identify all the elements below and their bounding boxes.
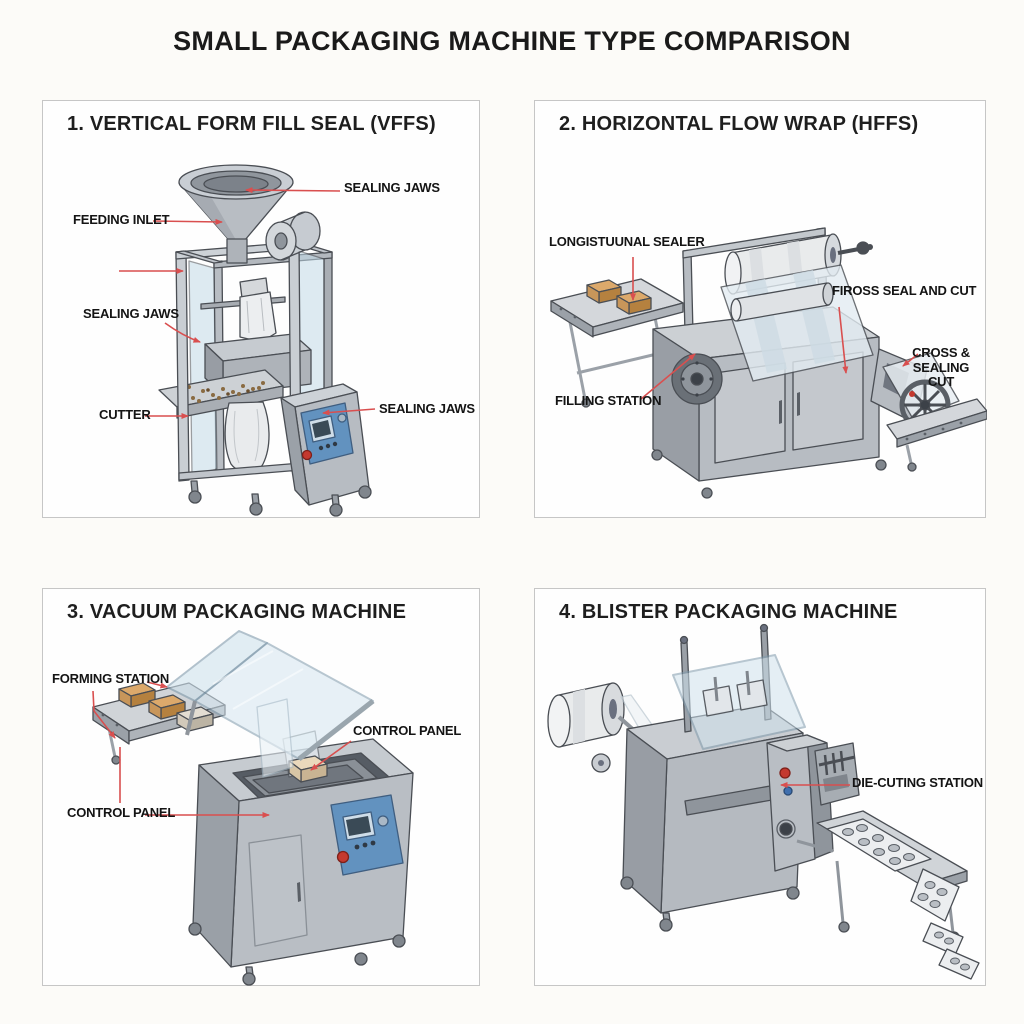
machine-feet bbox=[620, 876, 800, 932]
product-boxes bbox=[118, 682, 214, 732]
vffs-machine bbox=[158, 164, 372, 517]
casters bbox=[188, 922, 406, 986]
hffs-machine bbox=[550, 227, 987, 499]
diagram-title: SMALL PACKAGING MACHINE TYPE COMPARISON bbox=[173, 26, 851, 56]
panel-heading-vacuum: 3. VACUUM PACKAGING MACHINE bbox=[67, 601, 407, 623]
panel-vacuum: 3. VACUUM PACKAGING MACHINE FORMING STAT… bbox=[42, 588, 480, 986]
label-die-cutting-station: DIE-CUTING STATION bbox=[852, 775, 983, 790]
blister-web bbox=[826, 818, 980, 980]
leader-lines bbox=[630, 257, 919, 400]
forming-pouch bbox=[239, 291, 277, 343]
label-forming-station: FORMING STATION bbox=[52, 671, 170, 686]
panel-hffs: 2. HORIZONTAL FLOW WRAP (HFFS) LONGISTUU… bbox=[534, 100, 987, 518]
panel-heading-blister: 4. BLISTER PACKAGING MACHINE bbox=[559, 601, 898, 623]
leader-lines bbox=[92, 681, 352, 818]
leader-lines bbox=[119, 187, 376, 419]
label-cutter: CUTTER bbox=[99, 407, 151, 422]
blister-machine-illustration bbox=[547, 623, 980, 980]
vffs-machine-illustration bbox=[119, 164, 376, 517]
machine-feet bbox=[188, 480, 372, 517]
control-panel bbox=[330, 794, 404, 876]
transparent-guard bbox=[672, 623, 806, 750]
panel-blister: 4. BLISTER PACKAGING MACHINE DIE-CUTING … bbox=[534, 588, 986, 986]
vacuum-machine-illustration bbox=[92, 630, 414, 986]
panel-heading-hffs: 2. HORIZONTAL FLOW WRAP (HFFS) bbox=[559, 113, 919, 135]
label-sealing-jaws-top: SEALING JAWS bbox=[344, 180, 440, 195]
vacuum-machine bbox=[92, 630, 414, 986]
glass-lid bbox=[166, 630, 375, 778]
label-filling-station: FILLING STATION bbox=[555, 393, 662, 408]
label-control-panel-left: CONTROL PANEL bbox=[67, 805, 176, 820]
filling-wheel bbox=[671, 353, 723, 405]
label-sealing-jaws-bottom: SEALING JAWS bbox=[379, 401, 475, 416]
outfeed-conveyor bbox=[886, 398, 987, 472]
label-feeding-inlet: FEEDING INLET bbox=[73, 212, 170, 227]
label-longitudinal-sealer: LONGISTUUNAL SEALER bbox=[549, 234, 705, 249]
hffs-machine-illustration bbox=[550, 227, 987, 499]
film-roll bbox=[265, 211, 321, 261]
label-cross-sealing-cut: CROSS & SEALING CUT bbox=[912, 345, 970, 390]
panel-vffs: 1. VERTICAL FORM FILL SEAL (VFFS) SEALIN… bbox=[42, 100, 480, 518]
finished-bag bbox=[224, 401, 270, 473]
panel-heading-vffs: 1. VERTICAL FORM FILL SEAL (VFFS) bbox=[67, 113, 436, 135]
label-cross-seal-and-cut: FIROSS SEAL AND CUT bbox=[832, 283, 977, 298]
cross-seal-station bbox=[870, 348, 960, 431]
film-web bbox=[720, 264, 874, 382]
blister-machine bbox=[547, 623, 980, 980]
label-sealing-jaws-mid: SEALING JAWS bbox=[83, 306, 179, 321]
control-panel bbox=[280, 383, 370, 506]
die-cutting-station bbox=[766, 734, 860, 872]
label-control-panel-right: CONTROL PANEL bbox=[353, 723, 462, 738]
